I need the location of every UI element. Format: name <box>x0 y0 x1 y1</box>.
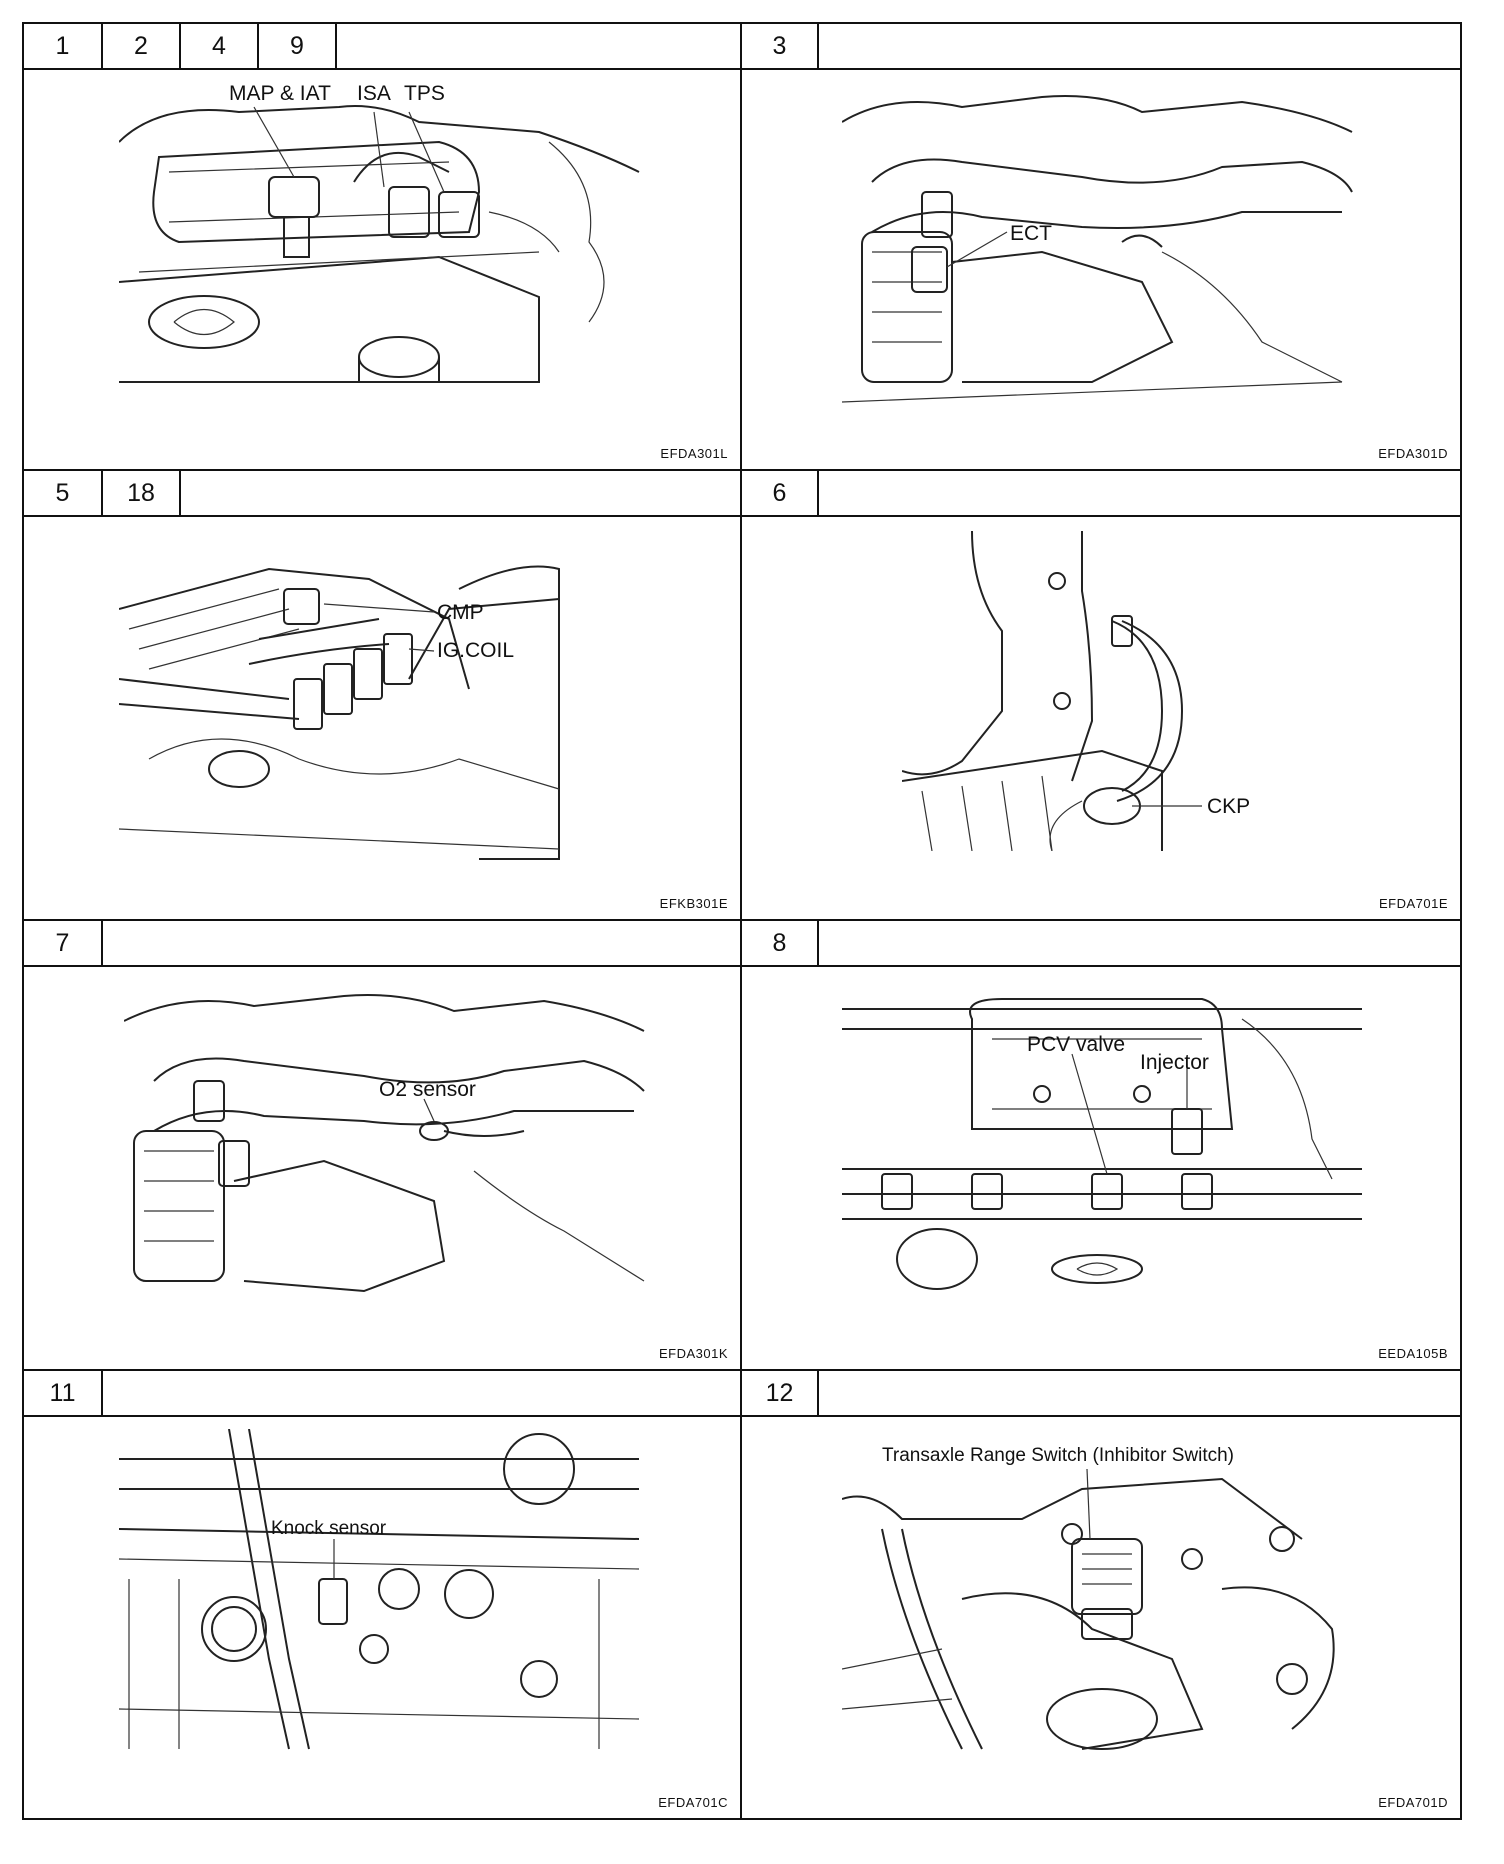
label-cmp: CMP <box>437 601 484 624</box>
item-number: 3 <box>742 24 819 68</box>
engine-block-illustration: Knock sensor <box>119 1429 640 1750</box>
figure-code: EFDA701C <box>658 1795 728 1810</box>
label-ig-coil: IG.COIL <box>437 639 514 662</box>
panel-header: 11 <box>24 1371 740 1417</box>
label-injector: Injector <box>1140 1051 1209 1074</box>
label-ckp: CKP <box>1207 795 1250 818</box>
item-number: 6 <box>742 471 819 515</box>
item-number: 1 <box>24 24 103 68</box>
figure-code: EFDA301D <box>1378 446 1448 461</box>
panel-header: 3 <box>742 24 1460 70</box>
diagram-panel-cmp-ig-coil: 5 18 CMP IG.COIL EFKB301E <box>22 469 742 921</box>
item-number: 12 <box>742 1371 819 1415</box>
item-number: 5 <box>24 471 103 515</box>
panel-header: 5 18 <box>24 471 740 517</box>
item-number: 9 <box>259 24 337 68</box>
figure-code: EFDA301K <box>658 1346 728 1361</box>
item-number: 11 <box>24 1371 103 1415</box>
label-pcv-valve: PCV valve <box>1027 1033 1125 1056</box>
item-number: 8 <box>742 921 819 965</box>
diagram-panel-transaxle-range-switch: 12 Transaxle Range Switch (Inhibitor Swi… <box>740 1369 1462 1820</box>
label-map-iat: MAP & IAT <box>229 82 331 105</box>
figure-code: EFDA301L <box>660 446 728 461</box>
diagram-panel-map-iat-isa-tps: 1 2 4 9 MAP & IAT ISA TPS EFDA301L <box>22 22 742 471</box>
diagram-panel-o2-sensor: 7 O2 sensor EFDA301K <box>22 919 742 1371</box>
label-isa: ISA <box>357 82 391 105</box>
engine-intake-illustration: MAP & IAT ISA TPS <box>119 82 640 383</box>
crankshaft-sensor-illustration: CKP <box>902 531 1250 851</box>
panel-header: 1 2 4 9 <box>24 24 740 70</box>
figure-code: EFKB301E <box>659 896 728 911</box>
diagram-panel-ckp: 6 CKP EFDA701E <box>740 469 1462 921</box>
label-transaxle-range-switch: Transaxle Range Switch (Inhibitor Switch… <box>882 1445 1234 1466</box>
panel-header: 6 <box>742 471 1460 517</box>
camshaft-coil-illustration: CMP IG.COIL <box>119 565 560 860</box>
panel-header: 8 <box>742 921 1460 967</box>
item-number: 2 <box>103 24 181 68</box>
diagram-panel-knock-sensor: 11 Knock sensor EFDA701C <box>22 1369 742 1820</box>
exhaust-o2-illustration: O2 sensor <box>124 994 645 1293</box>
fuel-rail-illustration: PCV valve Injector <box>842 998 1362 1290</box>
diagram-panel-pcv-injector: 8 PCV valve Injector EEDA105B <box>740 919 1462 1371</box>
engine-coolant-illustration: ECT <box>842 95 1353 403</box>
label-tps: TPS <box>404 82 445 105</box>
item-number: 18 <box>103 471 181 515</box>
item-number: 4 <box>181 24 259 68</box>
transaxle-illustration: Transaxle Range Switch (Inhibitor Switch… <box>842 1445 1335 1750</box>
label-knock-sensor: Knock sensor <box>271 1518 387 1539</box>
figure-code: EFDA701D <box>1378 1795 1448 1810</box>
figure-code: EFDA701E <box>1378 896 1448 911</box>
panel-header: 7 <box>24 921 740 967</box>
diagram-panel-ect: 3 ECT EFDA301D <box>740 22 1462 471</box>
panel-header: 12 <box>742 1371 1460 1417</box>
label-ect: ECT <box>1010 222 1052 245</box>
figure-code: EEDA105B <box>1378 1346 1448 1361</box>
label-o2-sensor: O2 sensor <box>379 1078 476 1101</box>
item-number: 7 <box>24 921 103 965</box>
